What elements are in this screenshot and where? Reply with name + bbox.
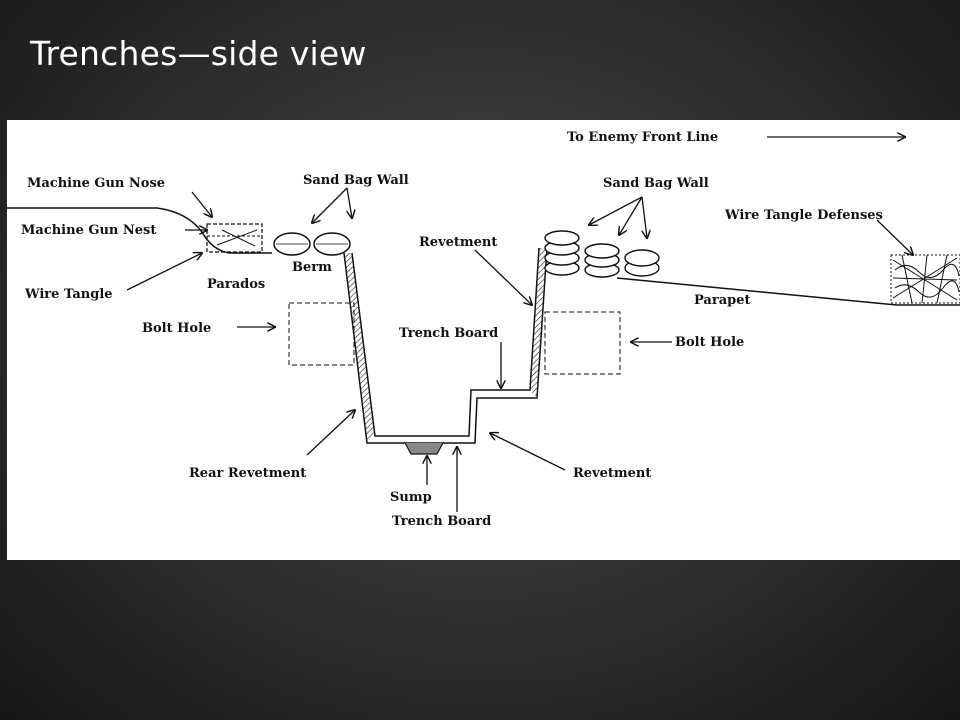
bolt-hole-left xyxy=(288,302,355,366)
sand-bag-wall-right-arrow-3 xyxy=(641,196,647,238)
wire-tangle-defenses-arrow xyxy=(876,219,913,255)
label-machine-gun-nose: Machine Gun Nose xyxy=(27,176,165,191)
wire-tangle-defenses xyxy=(890,254,960,304)
revetment-lower-arrow xyxy=(490,433,566,471)
label-sand-bag-wall-left: Sand Bag Wall xyxy=(303,173,409,188)
label-parados: Parados xyxy=(207,277,265,292)
parapet-slope xyxy=(616,277,960,306)
label-wire-tangle-defenses: Wire Tangle Defenses xyxy=(724,208,883,223)
label-wire-tangle: Wire Tangle xyxy=(24,287,113,302)
label-revetment-lower: Revetment xyxy=(573,466,651,481)
machine-gun-nest xyxy=(206,223,263,253)
mg-nose-arrow xyxy=(191,191,212,217)
label-parapet: Parapet xyxy=(694,293,751,308)
trench-profile xyxy=(343,247,548,444)
label-sump: Sump xyxy=(390,490,432,505)
label-bolt-hole-right: Bolt Hole xyxy=(675,335,744,350)
sand-bag-wall-right-arrow-1 xyxy=(589,196,643,225)
label-trench-board-step: Trench Board xyxy=(399,326,498,341)
sand-bag-wall-left-arrow-1 xyxy=(312,187,348,223)
wire-tangle-arrow xyxy=(126,253,202,291)
revetment-upper-arrow xyxy=(474,249,532,305)
slide-title: Trenches—side view xyxy=(30,34,367,73)
label-revetment-upper: Revetment xyxy=(419,235,497,250)
front-revetment-wall xyxy=(530,248,547,398)
rear-revetment-wall xyxy=(344,253,375,443)
trench-diagram: To Enemy Front Line Machine Gun Nose Mac… xyxy=(7,120,960,560)
sump xyxy=(404,442,444,455)
rear-revetment-arrow xyxy=(306,410,355,456)
label-rear-revetment: Rear Revetment xyxy=(189,466,306,481)
label-trench-board-bottom: Trench Board xyxy=(392,514,491,529)
sandbag-wall-left xyxy=(273,232,351,256)
label-enemy-front-line: To Enemy Front Line xyxy=(567,130,718,145)
sand-bag-wall-left-arrow-2 xyxy=(347,187,352,218)
bolt-hole-right xyxy=(544,311,621,375)
sand-bag-wall-right-arrow-2 xyxy=(619,196,643,235)
label-berm: Berm xyxy=(292,260,332,275)
label-sand-bag-wall-right: Sand Bag Wall xyxy=(603,176,709,191)
label-machine-gun-nest: Machine Gun Nest xyxy=(21,223,156,238)
sandbag-wall-right xyxy=(544,230,660,278)
label-bolt-hole-left: Bolt Hole xyxy=(142,321,211,336)
